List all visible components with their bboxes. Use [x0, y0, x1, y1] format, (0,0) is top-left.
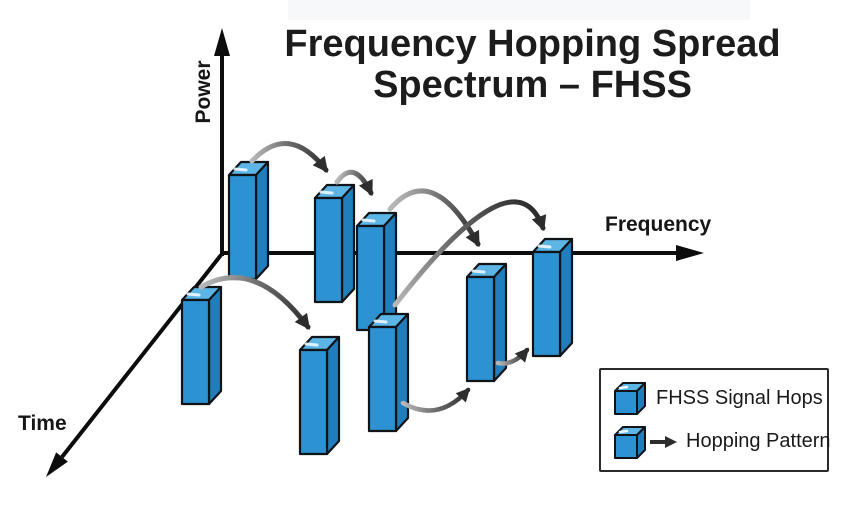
signal-bar-5-side-face	[558, 237, 574, 358]
hop-arrow-1-2	[249, 141, 329, 173]
hop-arrow-8-5	[392, 199, 547, 308]
hop-arrow-3-4	[387, 188, 481, 247]
signal-bar-6-gloss	[186, 292, 201, 297]
time-axis-arrowhead	[46, 452, 68, 477]
signal-bar-7-side-face	[325, 335, 341, 456]
signal-bar-8-side-face	[394, 312, 410, 433]
signal-bar-1-side-face	[254, 160, 270, 281]
signal-bar-7-gloss	[304, 342, 319, 347]
power-axis-arrowhead	[214, 28, 230, 56]
signal-bar-8-front-face	[367, 325, 398, 433]
signal-bar-2-gloss	[319, 190, 334, 195]
hop-pattern-arrow-icon	[650, 435, 678, 449]
frequency-axis-arrowhead	[676, 245, 704, 261]
diagram-title: Frequency Hopping Spread Spectrum – FHSS	[265, 24, 800, 106]
signal-bar-5-gloss	[537, 244, 552, 249]
signal-bar-4-front-face	[465, 275, 496, 383]
signal-bar-1-gloss	[233, 167, 248, 172]
signal-bar-6-side-face	[207, 285, 223, 406]
signal-bar-8-gloss	[373, 319, 388, 324]
signal-bar-2-side-face	[340, 183, 356, 304]
hop-arrow-6-7	[198, 275, 311, 330]
legend-item-fhss-signal-hops: FHSS Signal Hops	[611, 379, 823, 417]
signal-bar-3-front-face	[355, 224, 386, 332]
signal-bar-3-gloss	[361, 218, 376, 223]
hop-arrow-2-3	[334, 169, 374, 197]
signal-bar-4-gloss	[471, 269, 486, 274]
cube-icon	[611, 379, 648, 417]
frequency-axis-label: Frequency	[605, 213, 712, 236]
legend-item-hopping-pattern: Hopping Pattern	[611, 423, 831, 461]
diagram-title-line1: Frequency Hopping Spread	[284, 23, 781, 65]
legend-label-hopping-pattern: Hopping Pattern	[686, 430, 831, 453]
signal-bar-3-side-face	[382, 211, 398, 332]
hop-arrow-4-5-lower	[495, 347, 530, 366]
signal-bar-7-front-face	[298, 348, 329, 456]
top-band-decoration	[288, 0, 750, 20]
legend-box: FHSS Signal Hops Hopping Pattern	[599, 368, 831, 472]
power-axis-label: Power	[192, 60, 215, 124]
signal-bar-6-front-face	[180, 298, 211, 406]
signal-bar-5-front-face	[531, 250, 562, 358]
signal-bar-1-front-face	[227, 173, 258, 281]
legend-label-fhss-signal-hops: FHSS Signal Hops	[656, 386, 823, 409]
signal-bar-2-front-face	[313, 196, 344, 304]
hop-arrow-8-4-lower	[400, 387, 471, 413]
cube-icon	[611, 423, 648, 461]
diagram-title-line2: Spectrum – FHSS	[373, 64, 692, 106]
time-axis-label: Time	[18, 412, 67, 435]
